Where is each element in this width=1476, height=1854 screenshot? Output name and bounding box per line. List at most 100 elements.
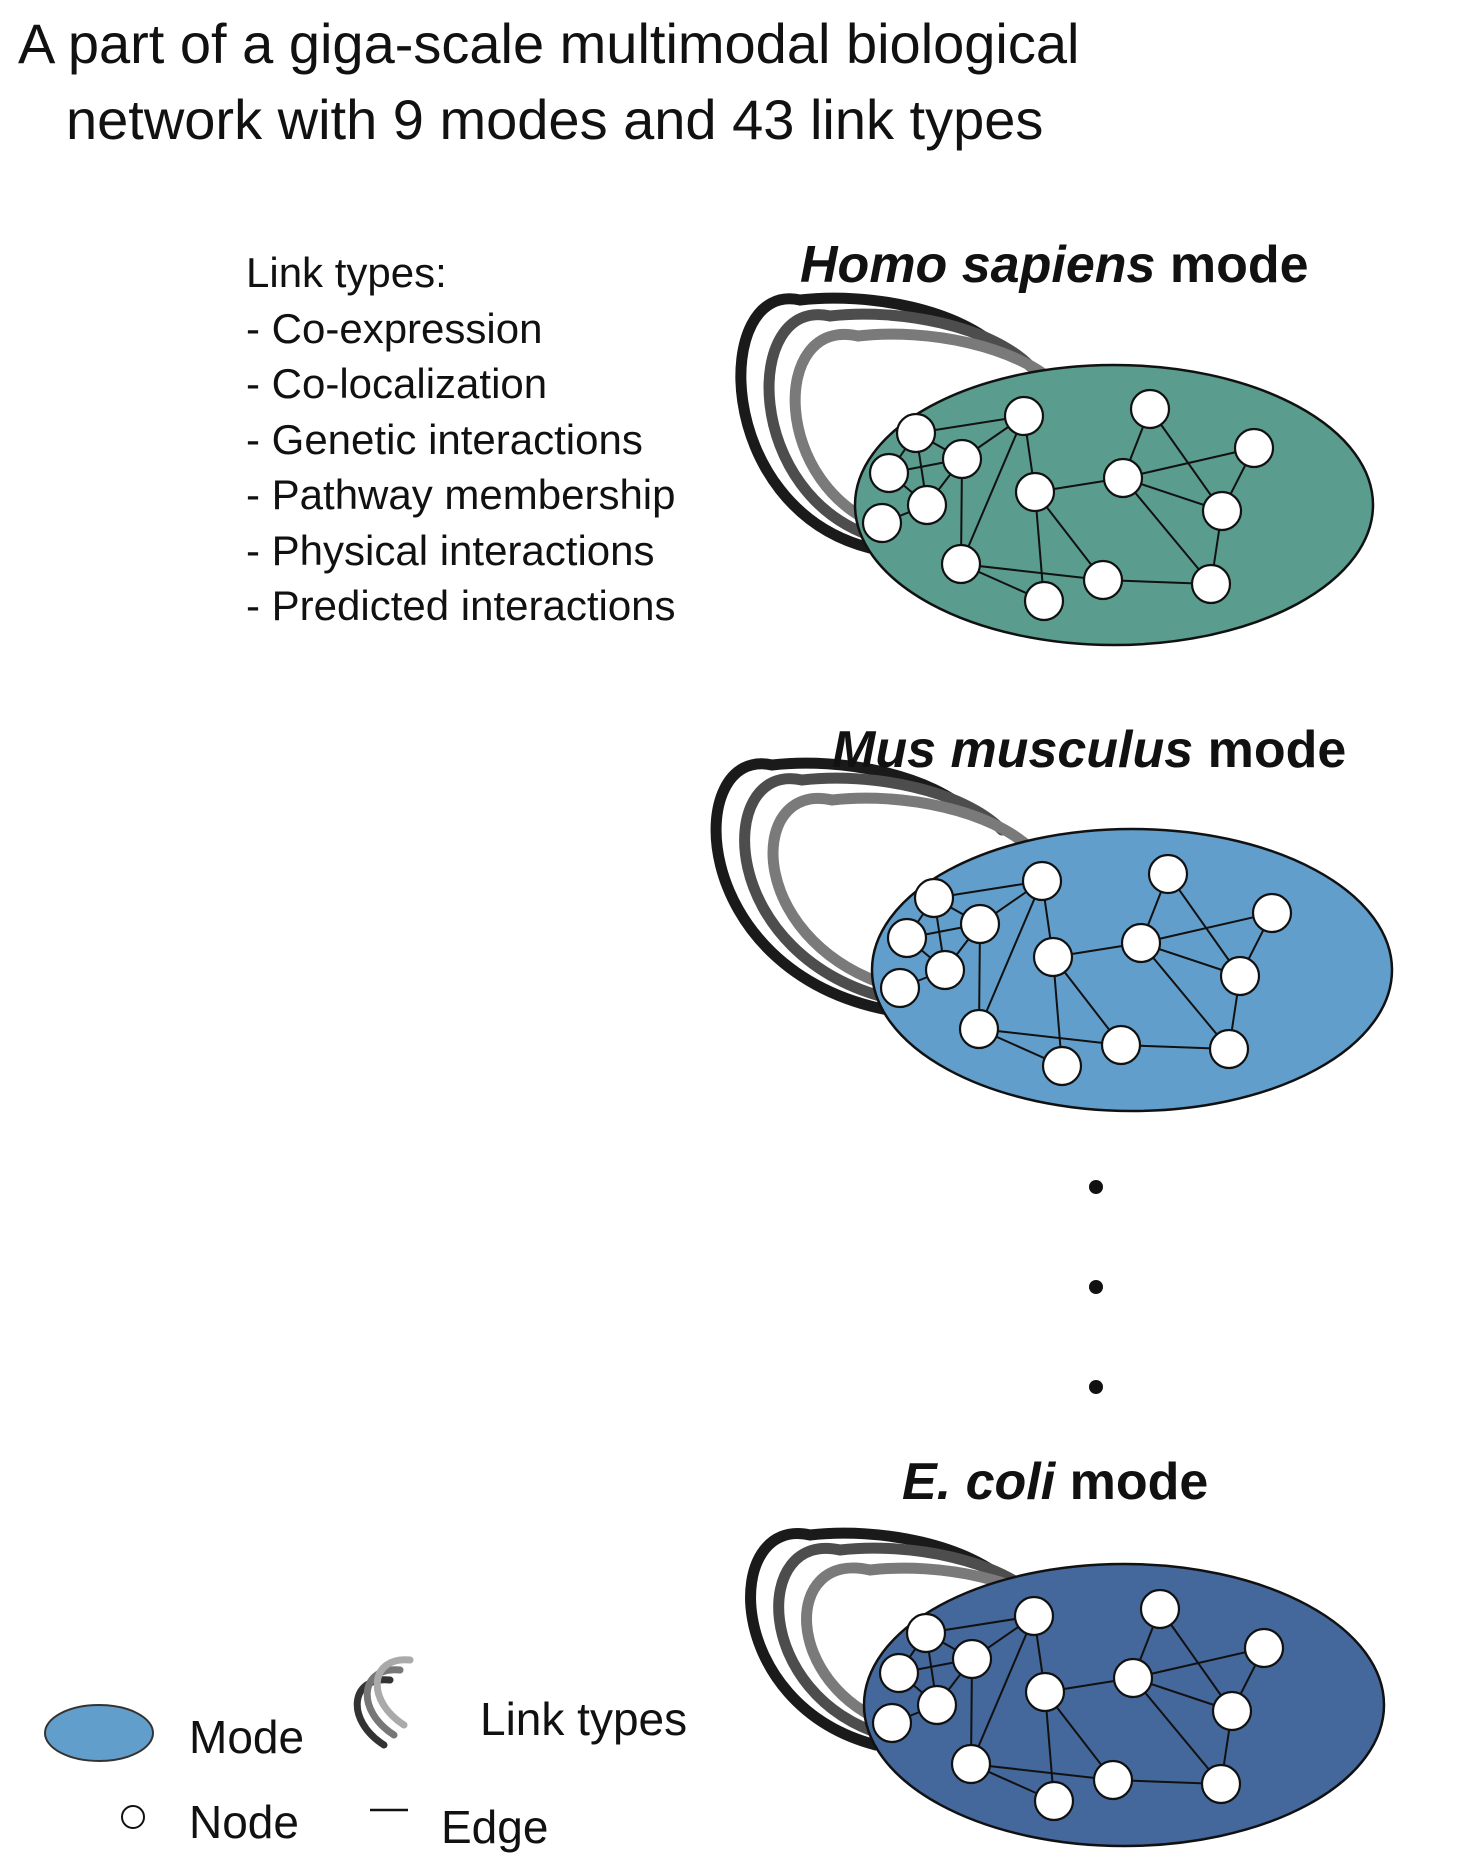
diagram-title: A part of a giga-scale multimodal biolog…: [18, 6, 1079, 158]
link-type-loop: [773, 1542, 1046, 1741]
node-circle: [1243, 1627, 1285, 1669]
mode-suffix: mode: [1193, 721, 1347, 779]
mode-suffix: mode: [1155, 236, 1309, 294]
edge-line: [1140, 912, 1273, 944]
edge-line: [1140, 942, 1230, 1050]
link-type-loop: [767, 792, 1038, 996]
node-circle: [1120, 922, 1162, 964]
node-circle: [879, 967, 921, 1009]
link-type-item: - Co-localization: [246, 360, 548, 407]
node-circle: [1139, 1588, 1181, 1630]
node-circle: [895, 412, 937, 454]
node-circle: [878, 1652, 920, 1694]
link-type-loop: [745, 1527, 1016, 1751]
edge-line: [1122, 477, 1212, 585]
node-circle: [924, 949, 966, 991]
node-circle: [868, 452, 910, 494]
link-type-loop: [710, 757, 978, 1016]
link-type-item: - Genetic interactions: [246, 415, 643, 463]
node-circle: [1211, 1690, 1253, 1732]
ellipsis-dot: [1089, 1280, 1103, 1294]
legend-mode-label: Mode: [189, 1711, 305, 1763]
node-circle: [940, 543, 982, 585]
node-circle: [861, 502, 903, 544]
link-type-loop: [735, 292, 1006, 554]
legend-link-types-icon: [353, 1656, 414, 1749]
node-circle: [1003, 395, 1045, 437]
edge-line: [978, 880, 1043, 1030]
edge-line: [1149, 408, 1223, 512]
node-circle: [1032, 936, 1074, 978]
node-circle: [1208, 1028, 1250, 1070]
mode-label-e-coli: E. coli mode: [902, 1452, 1208, 1512]
ellipsis-dot: [1089, 1180, 1103, 1194]
link-type-item: - Pathway membership: [246, 471, 676, 518]
ellipsis-dot: [1089, 1380, 1103, 1394]
species-name: E. coli: [902, 1453, 1056, 1511]
edge-line: [978, 1028, 1122, 1046]
node-circle: [916, 1684, 958, 1726]
node-circle: [1013, 1595, 1055, 1637]
link-types-heading: Link types:: [246, 249, 447, 296]
node-circle: [959, 903, 1001, 945]
title-line-1: A part of a giga-scale multimodal biolog…: [18, 12, 1080, 75]
node-circle: [886, 917, 928, 959]
node-circle: [1147, 853, 1189, 895]
link-type-item: - Co-expression: [246, 304, 543, 352]
legend-edge-label: Edge: [441, 1801, 549, 1853]
node-circle: [1200, 1763, 1242, 1805]
link-types-list: Link types: - Co-expression - Co-localiz…: [246, 245, 676, 634]
link-type-loop: [789, 328, 1064, 534]
node-circle: [913, 877, 955, 919]
node-circle: [905, 1612, 947, 1654]
node-circle: [1023, 580, 1065, 622]
edge-line: [1132, 1647, 1265, 1679]
legend-node-label: Node: [189, 1796, 299, 1848]
node-circle: [1190, 563, 1232, 605]
node-circle: [951, 1638, 993, 1680]
node-circle: [1033, 1780, 1075, 1822]
node-circle: [1233, 427, 1275, 469]
mode-suffix: mode: [1055, 1453, 1209, 1511]
edge-line: [970, 1763, 1114, 1781]
node-circle: [1219, 955, 1261, 997]
link-type-item: - Physical interactions: [246, 526, 655, 574]
link-type-item: - Predicted interactions: [246, 582, 676, 629]
species-name: Mus musculus: [832, 721, 1194, 779]
mode-network-2: [745, 1527, 1386, 1848]
node-circle: [1024, 1671, 1066, 1713]
edge-line: [1122, 447, 1255, 479]
mode-network-0: [735, 292, 1375, 647]
link-type-loop: [739, 772, 1008, 1006]
edge-line: [960, 563, 1104, 581]
edge-line: [1159, 1608, 1233, 1712]
node-circle: [1251, 892, 1293, 934]
node-circle: [1014, 471, 1056, 513]
legend-link-arc: [363, 1666, 404, 1739]
species-name: Homo sapiens: [800, 236, 1156, 294]
legend-node-circle: [121, 1805, 145, 1829]
node-circle: [1021, 860, 1063, 902]
legend-link-types-label: Link types: [480, 1693, 688, 1745]
node-circle: [906, 484, 948, 526]
node-circle: [1129, 388, 1171, 430]
mode-label-mus-musculus: Mus musculus mode: [832, 720, 1346, 780]
node-circle: [871, 1702, 913, 1744]
edge-line: [1167, 873, 1241, 977]
node-circle: [1092, 1759, 1134, 1801]
node-circle: [1082, 559, 1124, 601]
node-circle: [941, 438, 983, 480]
node-circle: [950, 1743, 992, 1785]
node-circle: [1041, 1045, 1083, 1087]
edge-line: [1132, 1677, 1222, 1785]
edge-line: [970, 1615, 1035, 1765]
node-circle: [958, 1008, 1000, 1050]
edge-line: [960, 415, 1025, 565]
node-circle: [1201, 490, 1243, 532]
mode-label-homo-sapiens: Homo sapiens mode: [800, 235, 1309, 295]
node-circle: [1102, 457, 1144, 499]
legend-link-arc: [373, 1656, 414, 1729]
title-line-2: network with 9 modes and 43 link types: [66, 88, 1044, 151]
mode-network-1: [710, 757, 1394, 1113]
